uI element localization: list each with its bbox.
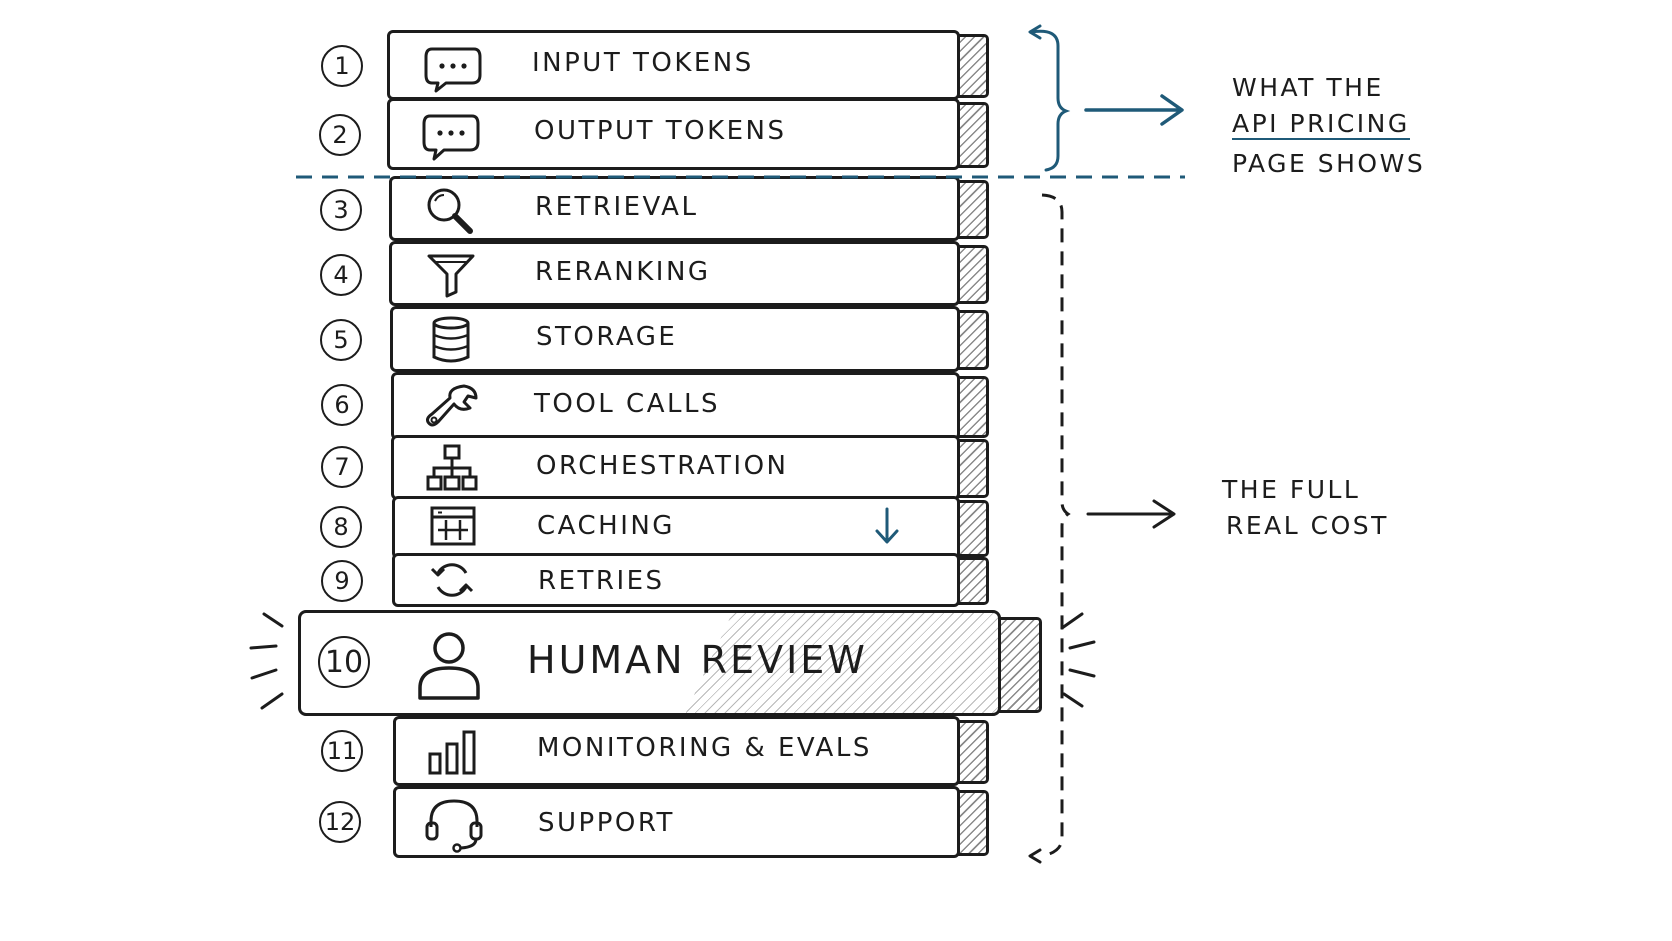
full-cost-brace	[1041, 193, 1071, 858]
magnifier-icon	[424, 186, 476, 236]
layer-label: RETRIES	[538, 566, 665, 596]
full-cost-arrow	[1086, 499, 1176, 529]
layer-label: TOOL CALLS	[534, 389, 720, 419]
layer-side-hatch	[957, 557, 989, 605]
layer-side-hatch	[957, 245, 989, 304]
pricing-brace	[1030, 29, 1071, 172]
layer-number: 1	[321, 45, 363, 87]
layer-number: 12	[319, 801, 361, 843]
full-cost-note-line1: THE FULL	[1222, 475, 1361, 504]
pricing-arrow	[1084, 94, 1184, 126]
layer-side-hatch	[957, 34, 989, 98]
layer-label: ORCHESTRATION	[536, 451, 789, 481]
pricing-note: WHAT THE API PRICING PAGE SHOWS	[1232, 70, 1425, 182]
layer-slab	[392, 553, 960, 607]
layer-slab	[393, 716, 960, 786]
layer-number: 7	[321, 446, 363, 488]
layer-slab	[391, 435, 960, 500]
pricing-note-line3: PAGE SHOWS	[1232, 149, 1426, 178]
layer-label: MONITORING & EVALS	[537, 733, 872, 763]
headset-icon	[425, 797, 483, 853]
layer-side-hatch	[998, 617, 1042, 713]
layer-side-hatch	[957, 180, 989, 239]
layer-number: 4	[320, 254, 362, 296]
full-cost-note: THE FULL REAL COST	[1222, 472, 1389, 544]
layer-side-hatch	[957, 500, 989, 557]
layer-slab	[387, 30, 960, 100]
layer-number: 6	[321, 384, 363, 426]
layer-label: RETRIEVAL	[535, 192, 699, 222]
refresh-icon	[430, 559, 474, 601]
layer-number: 8	[320, 506, 362, 548]
layer-label: INPUT TOKENS	[532, 48, 754, 78]
speech-bubble-icon	[420, 112, 482, 162]
pricing-note-line2: API PRICING	[1232, 109, 1410, 140]
emphasis-marks-left	[249, 612, 284, 710]
layer-slab	[387, 98, 960, 170]
layer-slab	[389, 241, 960, 306]
pricing-note-line1: WHAT THE	[1232, 73, 1384, 102]
layer-slab	[393, 786, 960, 858]
layer-side-hatch	[957, 790, 989, 856]
layer-number: 3	[320, 189, 362, 231]
bar-chart-icon	[427, 728, 481, 776]
full-cost-brace-arrowhead	[1028, 848, 1042, 864]
arrow-down-icon	[874, 506, 900, 546]
layer-label: SUPPORT	[538, 808, 675, 838]
database-icon	[430, 315, 472, 365]
full-cost-note-line2: REAL COST	[1226, 511, 1389, 540]
layer-number: 5	[320, 319, 362, 361]
layer-number: 11	[321, 730, 363, 772]
emphasis-marks-right	[1060, 612, 1096, 708]
layer-number: 9	[321, 560, 363, 602]
layer-number: 2	[319, 114, 361, 156]
layer-label: STORAGE	[536, 322, 678, 352]
layer-label: HUMAN REVIEW	[527, 638, 868, 682]
layer-side-hatch	[957, 102, 989, 168]
layer-label: OUTPUT TOKENS	[534, 116, 787, 146]
layer-number: 10	[318, 636, 370, 688]
wrench-icon	[424, 382, 480, 432]
layer-side-hatch	[957, 376, 989, 438]
pricing-brace-arrowhead	[1028, 24, 1042, 40]
cache-table-icon	[430, 506, 476, 546]
layer-slab	[391, 372, 960, 440]
layer-slab	[298, 610, 1001, 716]
person-icon	[416, 630, 482, 702]
layer-label: CACHING	[537, 511, 675, 541]
layer-side-hatch	[957, 720, 989, 784]
layer-side-hatch	[957, 439, 989, 498]
layer-label: RERANKING	[535, 257, 711, 287]
funnel-icon	[426, 252, 476, 298]
layer-side-hatch	[957, 310, 989, 370]
hierarchy-icon	[426, 444, 478, 492]
layer-slab	[390, 306, 960, 372]
speech-bubble-icon	[422, 45, 484, 93]
